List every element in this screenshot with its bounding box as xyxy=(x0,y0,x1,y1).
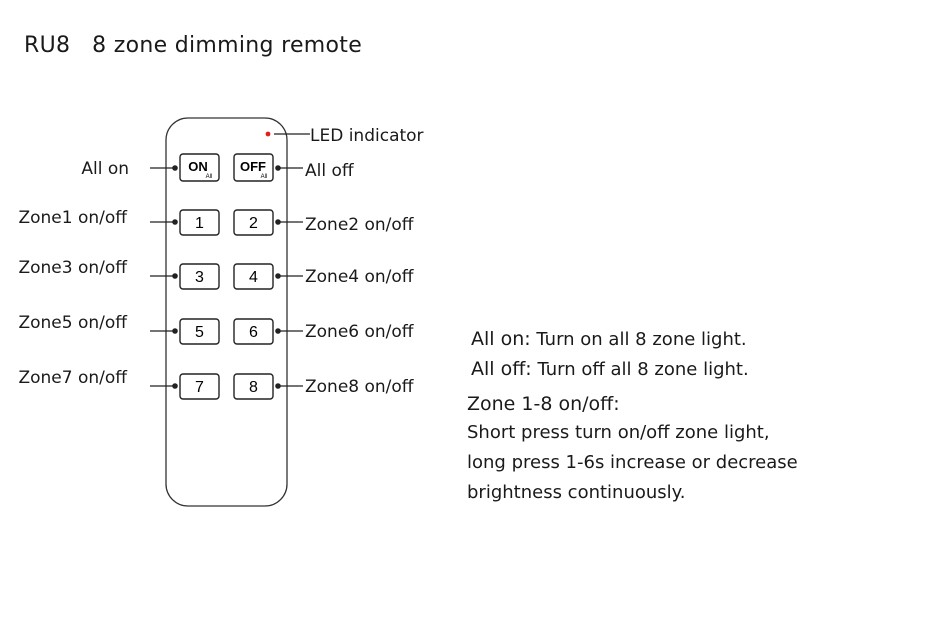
all-on-button-sublabel: All xyxy=(206,174,213,180)
all-off-button-sublabel: All xyxy=(261,174,268,180)
desc-all-off: All off: Turn off all 8 zone light. xyxy=(471,358,749,380)
label-zone5: Zone5 on/off xyxy=(18,313,128,333)
desc-all-off-key: All off: xyxy=(471,358,532,380)
all-off-button-label: OFF xyxy=(240,159,266,174)
zone-6-button-label: 6 xyxy=(249,324,258,341)
label-zone3: Zone3 on/off xyxy=(18,258,128,278)
led-indicator-dot xyxy=(265,131,271,137)
zone-3-button-label: 3 xyxy=(195,269,204,286)
zone-7-button[interactable]: 7 xyxy=(179,373,220,400)
label-zone8: Zone8 on/off xyxy=(305,377,415,397)
label-all-off: All off xyxy=(305,161,355,181)
desc-zone-line-1: Short press turn on/off zone light, xyxy=(467,422,770,443)
zone-7-button-label: 7 xyxy=(195,379,204,396)
desc-zone-heading: Zone 1-8 on/off: xyxy=(467,393,620,415)
desc-all-on: All on: Turn on all 8 zone light. xyxy=(471,328,747,350)
zone-8-button[interactable]: 8 xyxy=(233,373,274,400)
all-off-button[interactable]: OFF All xyxy=(233,153,274,182)
desc-all-off-text: Turn off all 8 zone light. xyxy=(537,359,749,380)
page-title: RU8 8 zone dimming remote xyxy=(24,33,363,58)
all-on-button[interactable]: ON All xyxy=(179,153,220,182)
zone-5-button-label: 5 xyxy=(195,324,204,341)
zone-4-button-label: 4 xyxy=(249,269,258,286)
zone-3-button[interactable]: 3 xyxy=(179,263,220,290)
desc-zone-line-3: brightness continuously. xyxy=(467,482,686,503)
label-zone6: Zone6 on/off xyxy=(305,322,415,342)
left-leader-lines xyxy=(150,165,178,389)
zone-1-button[interactable]: 1 xyxy=(179,209,220,236)
right-leader-lines xyxy=(275,165,303,389)
zone-4-button[interactable]: 4 xyxy=(233,263,274,290)
zone-2-button-label: 2 xyxy=(249,215,258,232)
remote-body xyxy=(165,117,288,507)
desc-zone-line-2: long press 1-6s increase or decrease xyxy=(467,452,798,473)
label-zone2: Zone2 on/off xyxy=(305,215,415,235)
zone-6-button[interactable]: 6 xyxy=(233,318,274,345)
desc-all-on-text: Turn on all 8 zone light. xyxy=(536,329,747,350)
desc-all-on-key: All on: xyxy=(471,328,531,350)
zone-5-button[interactable]: 5 xyxy=(179,318,220,345)
zone-1-button-label: 1 xyxy=(195,215,204,232)
zone-8-button-label: 8 xyxy=(249,379,258,396)
label-zone1: Zone1 on/off xyxy=(18,208,128,228)
led-indicator-label: LED indicator xyxy=(310,126,424,146)
zone-2-button[interactable]: 2 xyxy=(233,209,274,236)
label-zone4: Zone4 on/off xyxy=(305,267,415,287)
label-zone7: Zone7 on/off xyxy=(18,368,128,388)
label-all-on: All on xyxy=(81,159,129,179)
all-on-button-label: ON xyxy=(188,159,208,174)
